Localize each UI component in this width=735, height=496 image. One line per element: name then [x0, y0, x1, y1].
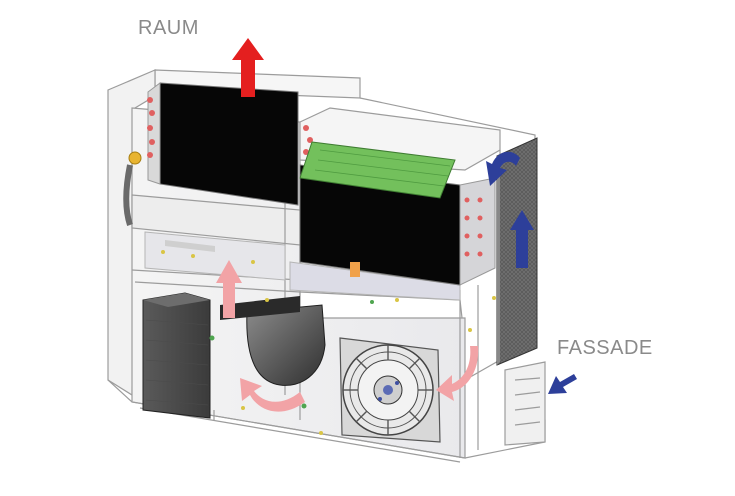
warm-up-arrow-icon — [216, 260, 242, 318]
filter — [299, 141, 456, 199]
air-duct — [220, 296, 326, 386]
cool-curved-arrow-icon — [486, 151, 520, 186]
screws — [161, 250, 496, 435]
curved-arrow-icon — [240, 378, 305, 412]
label-facade: FASSADE — [557, 337, 653, 359]
fan-inlet-arrow-icon — [436, 346, 479, 401]
left-heat-exchanger — [123, 82, 299, 226]
up-arrow-icon — [232, 38, 264, 97]
cool-up-arrow-icon — [510, 210, 534, 268]
inner-panels — [144, 231, 461, 301]
facade-inlet-arrow-icon — [548, 374, 577, 394]
label-room: RAUM — [138, 17, 199, 39]
fan-icon — [339, 337, 441, 443]
left-dark-block — [142, 292, 211, 419]
